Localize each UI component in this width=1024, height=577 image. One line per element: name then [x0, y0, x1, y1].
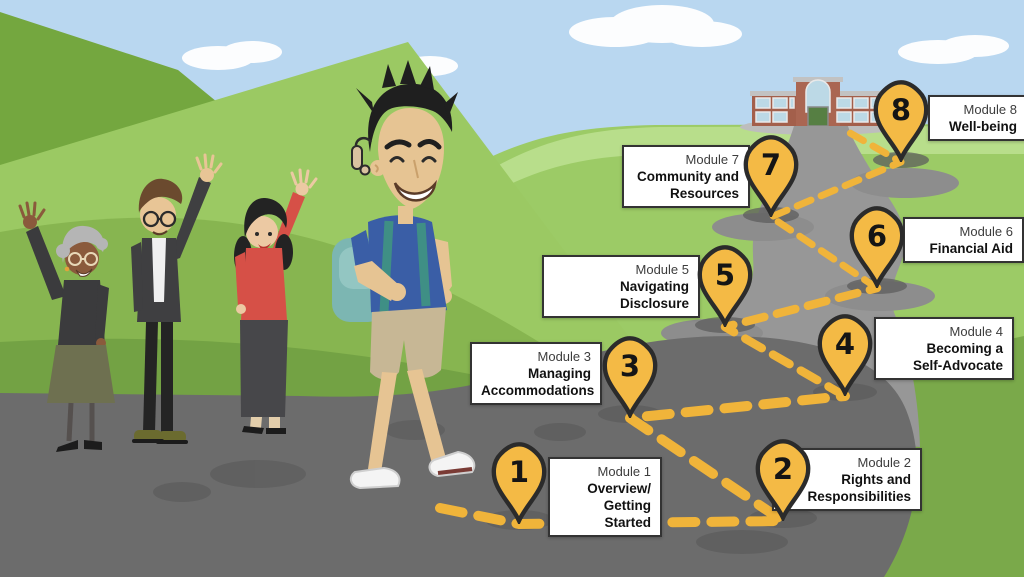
map-pin-icon	[602, 336, 658, 418]
school-windows	[755, 79, 886, 123]
horizon-strip	[455, 126, 1024, 206]
module-number-text: Module 4	[949, 324, 1003, 339]
module-1-pin[interactable]: 1	[490, 442, 548, 524]
pin-number: 4	[834, 327, 856, 361]
dashed-journey-path	[435, 125, 905, 529]
map-pin-icon	[743, 135, 799, 217]
module-4-pin[interactable]: 4	[816, 314, 874, 396]
pin-number: 5	[714, 258, 736, 292]
pin-number: 6	[866, 219, 888, 253]
module-number-text: Module 7	[685, 152, 739, 167]
module-title-text: Financial Aid	[929, 241, 1013, 256]
family-member-man	[131, 153, 223, 444]
family-member-grandmother	[18, 201, 115, 452]
map-pin-icon	[849, 206, 905, 288]
pin-number: 3	[619, 349, 641, 383]
module-5-pin[interactable]: 5	[696, 245, 754, 327]
module-number-text: Module 2	[857, 455, 911, 470]
pin-number: 1	[508, 455, 530, 489]
module-8-pin[interactable]: 8	[872, 80, 930, 162]
pin-number: 2	[772, 452, 794, 486]
module-title-text: Navigating Disclosure	[619, 279, 689, 311]
module-5-label[interactable]: Module 5 Navigating Disclosure	[542, 255, 700, 318]
module-number-text: Module 3	[537, 349, 591, 364]
walking-student	[332, 60, 476, 490]
map-pin-icon	[817, 314, 873, 396]
student-shorts	[370, 307, 446, 380]
family-member-woman	[234, 168, 318, 434]
module-number-text: Module 5	[635, 262, 689, 277]
map-pin-icon	[491, 442, 547, 524]
module-number-text: Module 1	[597, 464, 651, 479]
school-door	[807, 106, 829, 127]
pin-number: 7	[760, 148, 782, 182]
module-2-pin[interactable]: 2	[754, 439, 812, 521]
module-number-text: Module 6	[959, 224, 1013, 239]
module-3-label[interactable]: Module 3 Managing Accommodations	[470, 342, 602, 405]
module-title-text: Well-being	[948, 119, 1017, 134]
school-building	[740, 77, 900, 135]
module-4-label[interactable]: Module 4 Becoming a Self-Advocate	[874, 317, 1014, 380]
pin-number: 8	[890, 93, 912, 127]
module-8-label[interactable]: Module 8 Well-being	[928, 95, 1024, 141]
module-7-pin[interactable]: 7	[742, 135, 800, 217]
map-pin-icon	[755, 439, 811, 521]
module-title-text: Overview/ Getting Started	[587, 481, 651, 530]
module-title-text: Community and Resources	[636, 169, 739, 201]
module-1-label[interactable]: Module 1 Overview/ Getting Started	[548, 457, 662, 537]
module-7-label[interactable]: Module 7 Community and Resources	[622, 145, 750, 208]
module-title-text: Managing Accommodations	[481, 366, 595, 398]
near-green-strip	[0, 338, 470, 404]
spiky-hair	[356, 60, 458, 118]
module-number-text: Module 8	[963, 102, 1017, 117]
module-title-text: Becoming a Self-Advocate	[912, 341, 1003, 373]
module-3-pin[interactable]: 3	[601, 336, 659, 418]
module-title-text: Rights and Responsibilities	[807, 472, 911, 504]
module-6-pin[interactable]: 6	[848, 206, 906, 288]
hearing-aid	[351, 136, 373, 176]
map-pin-icon	[873, 80, 929, 162]
map-pin-icon	[697, 245, 753, 327]
module-6-label[interactable]: Module 6 Financial Aid	[903, 217, 1024, 263]
sneaker	[349, 466, 401, 490]
